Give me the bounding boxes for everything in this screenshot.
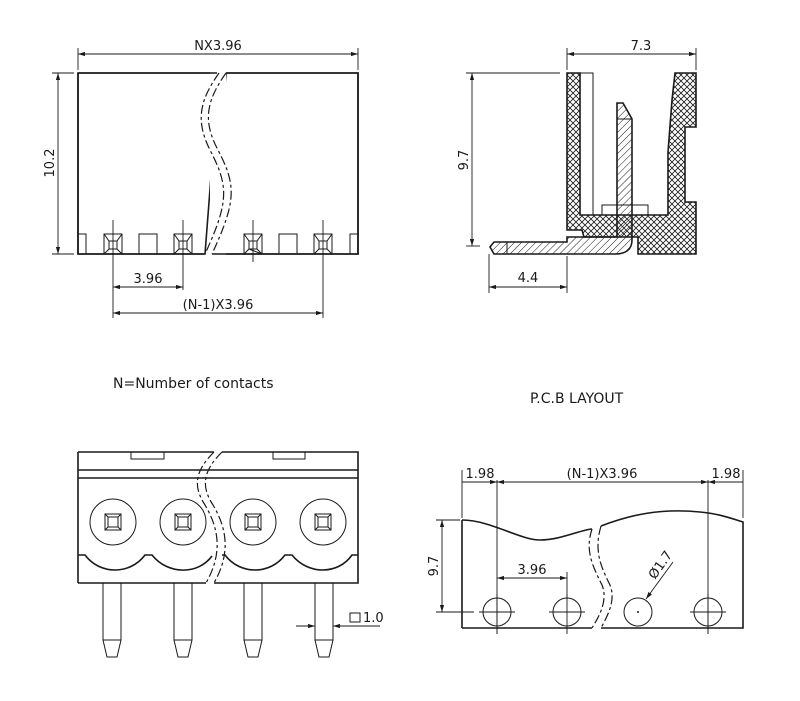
depth-label: 7.3 xyxy=(631,39,652,54)
square-symbol-icon xyxy=(349,612,361,623)
screw-3 xyxy=(229,498,277,546)
front-view: NX3.96 10.2 3.96 (N-1)X3.96 xyxy=(43,39,359,318)
hole-leader-line xyxy=(645,561,674,600)
pcb-pitch-label: 3.96 xyxy=(518,563,547,578)
n-definition-note: N=Number of contacts xyxy=(113,376,274,392)
pcb-edge-right-label: 1.98 xyxy=(712,467,741,482)
hole-diameter-label: Ø1.7 xyxy=(646,548,676,582)
pcb-break-line-a xyxy=(588,528,605,629)
pcb-span-label: (N-1)X3.96 xyxy=(567,467,638,482)
side-height-label: 9.7 xyxy=(457,150,472,171)
bottom-view: 1.0 xyxy=(77,451,384,658)
pcb-break-line-b xyxy=(597,525,613,629)
screw-2 xyxy=(159,498,207,546)
front-body-right xyxy=(210,72,359,255)
front-body-left xyxy=(77,72,220,255)
side-view: 7.3 9.7 4.4 xyxy=(457,39,697,293)
pitch-label: 3.96 xyxy=(134,272,163,287)
pin-length-label: 4.4 xyxy=(518,271,539,286)
pcb-height-label: 9.7 xyxy=(427,556,442,577)
front-break-line-a xyxy=(200,72,225,255)
span-label: (N-1)X3.96 xyxy=(183,298,254,313)
screw-4 xyxy=(299,498,347,546)
height-label: 10.2 xyxy=(43,149,58,178)
bottom-body-outline xyxy=(78,451,359,584)
pcb-layout-view: 1.98 (N-1)X3.96 1.98 3.96 9.7 Ø1.7 xyxy=(427,467,744,634)
screw-terminals xyxy=(89,498,347,546)
scalloped-rail xyxy=(78,554,358,571)
width-label: NX3.96 xyxy=(194,39,242,54)
screw-1 xyxy=(89,498,137,546)
pcb-layout-title: P.C.B LAYOUT xyxy=(530,391,624,407)
bottom-break-line-a xyxy=(196,451,218,584)
pin-section xyxy=(489,102,633,255)
bottom-pins xyxy=(102,583,334,658)
bottom-break-line-b xyxy=(204,451,226,584)
front-break-line-b xyxy=(207,72,232,255)
pcb-edge-left-label: 1.98 xyxy=(466,467,495,482)
hole-3 xyxy=(623,597,653,627)
pin-size-label: 1.0 xyxy=(363,611,384,626)
